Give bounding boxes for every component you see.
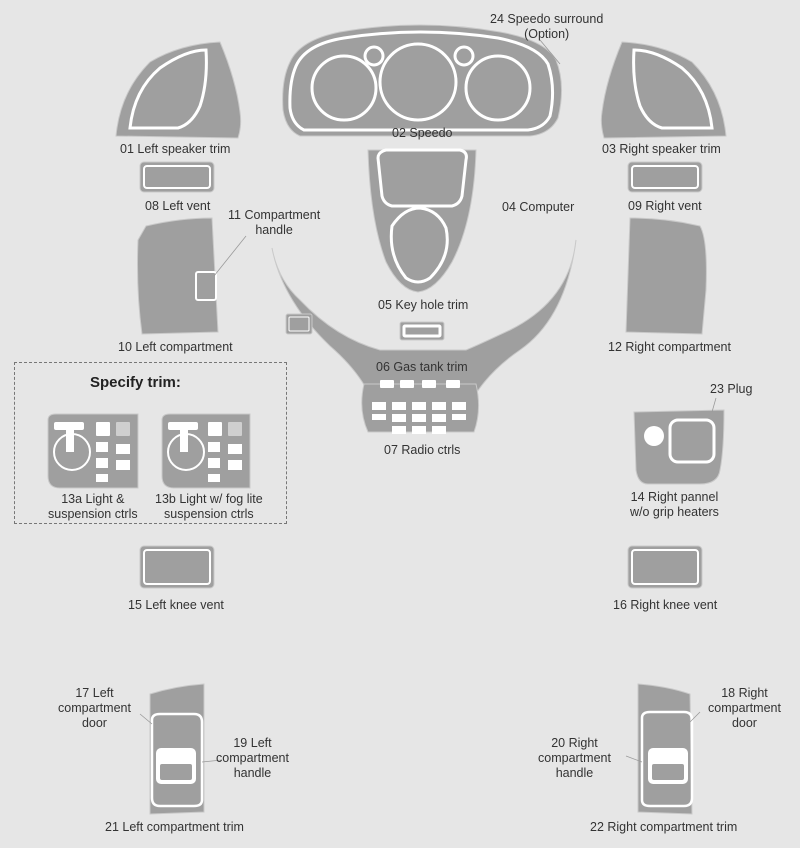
label-13a-line2: suspension ctrls — [48, 507, 138, 521]
label-13b-line1: 13b Light w/ fog lite — [155, 492, 263, 506]
label-06: 06 Gas tank trim — [376, 360, 468, 374]
specify-trim-box — [14, 362, 287, 524]
label-07: 07 Radio ctrls — [384, 443, 461, 457]
part-07-radio-ctrls[interactable] — [361, 380, 480, 434]
label-12: 12 Right compartment — [608, 340, 731, 354]
part-19-left-compartment-handle[interactable] — [156, 748, 196, 784]
label-16: 16 Right knee vent — [613, 598, 718, 612]
label-04: 04 Computer — [502, 200, 575, 214]
part-04-small-insert[interactable] — [285, 313, 313, 335]
part-18-right-compartment-door[interactable] — [640, 710, 694, 808]
label-05: 05 Key hole trim — [378, 298, 469, 312]
label-14-line2: w/o grip heaters — [630, 505, 719, 519]
label-18-line2: compartment — [708, 701, 781, 715]
part-02-speedo[interactable] — [367, 148, 477, 293]
label-03: 03 Right speaker trim — [602, 142, 721, 156]
part-24-speedo-surround[interactable] — [282, 24, 562, 137]
label-13b-line2: suspension ctrls — [164, 507, 254, 521]
label-20-line1: 20 Right — [551, 736, 598, 750]
label-11-line2: handle — [255, 223, 293, 237]
part-03-right-speaker-trim[interactable] — [600, 41, 727, 139]
part-23-plug[interactable] — [644, 426, 664, 446]
label-17-line3: door — [81, 716, 107, 730]
part-11-compartment-handle[interactable] — [195, 271, 217, 301]
part-14-right-pannel[interactable] — [633, 409, 725, 485]
label-15: 15 Left knee vent — [128, 598, 224, 612]
label-21: 21 Left compartment trim — [105, 820, 244, 834]
part-08-left-vent[interactable] — [139, 161, 215, 193]
part-20-right-compartment-handle[interactable] — [648, 748, 688, 784]
part-16-right-knee-vent[interactable] — [627, 545, 703, 589]
label-18-line1: 18 Right — [721, 686, 768, 700]
label-13a-line1: 13a Light & — [61, 492, 125, 506]
part-01-left-speaker-trim[interactable] — [115, 41, 242, 139]
label-10: 10 Left compartment — [118, 340, 233, 354]
label-17-line1: 17 Left — [75, 686, 114, 700]
label-20-line3: handle — [555, 766, 594, 780]
label-22: 22 Right compartment trim — [590, 820, 738, 834]
label-19-line3: handle — [233, 766, 272, 780]
label-24: 24 Speedo surround(Option) — [490, 12, 603, 42]
label-02: 02 Speedo — [392, 126, 453, 140]
label-01: 01 Left speaker trim — [120, 142, 231, 156]
label-11-line1: 11 Compartment — [228, 208, 321, 222]
label-08: 08 Left vent — [145, 199, 211, 213]
part-04-computer[interactable] — [271, 239, 577, 401]
label-17-line2: compartment — [58, 701, 131, 715]
label-19-line1: 19 Left — [233, 736, 272, 750]
part-13a-light-suspension-ctrls[interactable] — [47, 413, 139, 489]
label-20-line2: compartment — [538, 751, 611, 765]
label-23: 23 Plug — [710, 382, 753, 396]
part-15-left-knee-vent[interactable] — [139, 545, 215, 589]
specify-trim-title: Specify trim: — [90, 374, 181, 391]
part-09-right-vent[interactable] — [627, 161, 703, 193]
part-17-left-compartment-door[interactable] — [150, 712, 204, 808]
label-09: 09 Right vent — [628, 199, 702, 213]
label-24-line1: 24 Speedo surround — [490, 12, 604, 26]
label-18-line3: door — [731, 716, 757, 730]
label-24-line2: (Option) — [524, 27, 570, 41]
part-13b-light-fog-lite-suspension-ctrls[interactable] — [161, 413, 251, 489]
label-13a: 13a Light &suspension ctrls — [48, 492, 138, 522]
part-12-right-compartment[interactable] — [625, 217, 707, 335]
label-14-line1: 14 Right pannel — [630, 490, 719, 504]
part-10-left-compartment[interactable] — [137, 217, 219, 335]
label-19-line2: compartment — [216, 751, 289, 765]
